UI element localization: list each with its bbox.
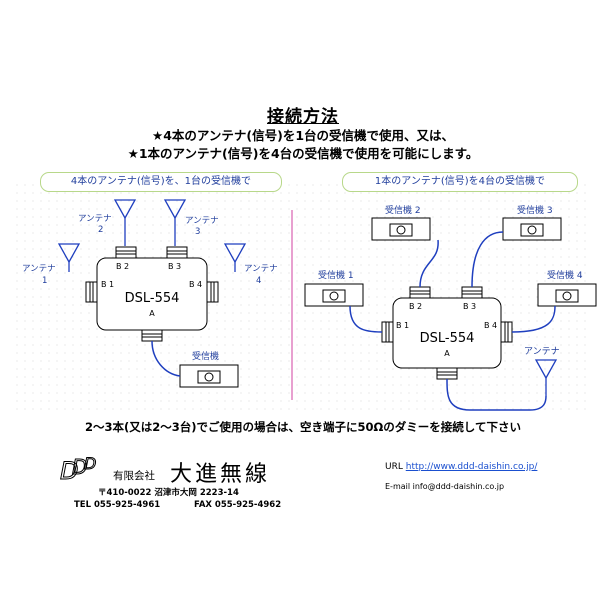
company-type: 有限会社 [113, 470, 155, 482]
svg-text:D: D [84, 454, 96, 473]
receiver-3 [502, 217, 562, 241]
dummy-load-note: 2～3本(又は2～3台)でご使用の場合は、空き端子に50Ωのダミーを接続して下さ… [85, 420, 521, 434]
wire-b3 [471, 231, 504, 288]
receiver-4 [537, 283, 597, 307]
antenna-icon [223, 243, 247, 272]
right-connector-b3 [461, 286, 483, 299]
wire-b1 [349, 305, 383, 333]
wire-antenna [446, 378, 547, 411]
receiver-3-label: 受信機 3 [517, 206, 553, 216]
right-device-name: DSL-554 [419, 331, 475, 346]
receiver-1-label: 受信機 1 [318, 271, 354, 281]
website-link[interactable]: http://www.ddd-daishin.co.jp/ [405, 462, 538, 472]
right-antenna-label: アンテナ [524, 347, 560, 357]
wire-b2 [419, 239, 439, 288]
antenna-1-num: 1 [42, 276, 48, 286]
antenna-icon [57, 243, 81, 272]
antenna-icon [113, 199, 137, 246]
left-receiver-wire [151, 340, 181, 377]
left-device-sub: A [149, 309, 155, 318]
right-connector-b2 [409, 286, 431, 299]
left-caption: 4本のアンテナ(信号)を、1台の受信機で [40, 172, 282, 192]
receiver-1 [304, 283, 364, 307]
left-receiver-label: 受信機 [192, 352, 220, 362]
subtitle-line-1: ★4本のアンテナ(信号)を1台の受信機で使用、又は、 [151, 128, 455, 143]
receiver-2-label: 受信機 2 [385, 206, 421, 216]
receiver-2 [371, 217, 431, 241]
company-logo-icon: D D D [60, 454, 97, 486]
right-port-b3: B 3 [463, 302, 477, 311]
email-text: E-mail info@ddd-daishin.co.jp [385, 482, 505, 491]
left-port-b4: B 4 [189, 280, 203, 289]
antenna-2-label: アンテナ [78, 214, 112, 224]
right-port-b4: B 4 [484, 321, 498, 330]
left-port-b3: B 3 [168, 262, 182, 271]
left-connector-b2 [115, 246, 137, 259]
right-connector-b4 [500, 321, 513, 343]
left-port-b2: B 2 [116, 262, 130, 271]
receiver-4-label: 受信機 4 [547, 271, 583, 281]
antenna-2-num: 2 [98, 225, 104, 235]
right-connector-a [436, 367, 458, 380]
company-tel: TEL 055-925-4961 [74, 500, 161, 510]
right-caption: 1本のアンテナ(信号)を4台の受信機で [342, 172, 578, 192]
url-row: URL http://www.ddd-daishin.co.jp/ [385, 462, 537, 472]
antenna-4-label: アンテナ [244, 264, 278, 274]
antenna-1-label: アンテナ [22, 264, 56, 274]
right-port-b1: B 1 [396, 321, 410, 330]
svg-text:D: D [72, 455, 87, 479]
left-connector-b1 [85, 281, 98, 303]
company-name: 大進無線 [170, 462, 271, 487]
antenna-icon [534, 359, 558, 396]
left-connector-a [141, 329, 163, 342]
right-connector-b1 [381, 321, 394, 343]
antenna-icon [163, 199, 187, 246]
page-title: 接続方法 [267, 107, 339, 127]
antenna-3-label: アンテナ [185, 216, 219, 226]
left-port-b1: B 1 [101, 280, 115, 289]
svg-text:D: D [60, 457, 78, 485]
subtitle-line-2: ★1本のアンテナ(信号)を4台の受信機で使用を可能にします。 [127, 146, 479, 161]
right-port-b2: B 2 [409, 302, 423, 311]
right-device-sub: A [444, 349, 450, 358]
left-connector-b3 [166, 246, 188, 259]
left-receiver [179, 364, 239, 388]
url-label: URL [385, 462, 403, 472]
wire-b4 [511, 305, 556, 333]
antenna-3-num: 3 [195, 227, 201, 237]
company-address: 〒410-0022 沼津市大岡 2223-14 [98, 488, 239, 498]
company-fax: FAX 055-925-4962 [194, 500, 282, 510]
left-device-name: DSL-554 [124, 291, 180, 306]
left-connector-b4 [206, 281, 219, 303]
antenna-4-num: 4 [256, 276, 262, 286]
